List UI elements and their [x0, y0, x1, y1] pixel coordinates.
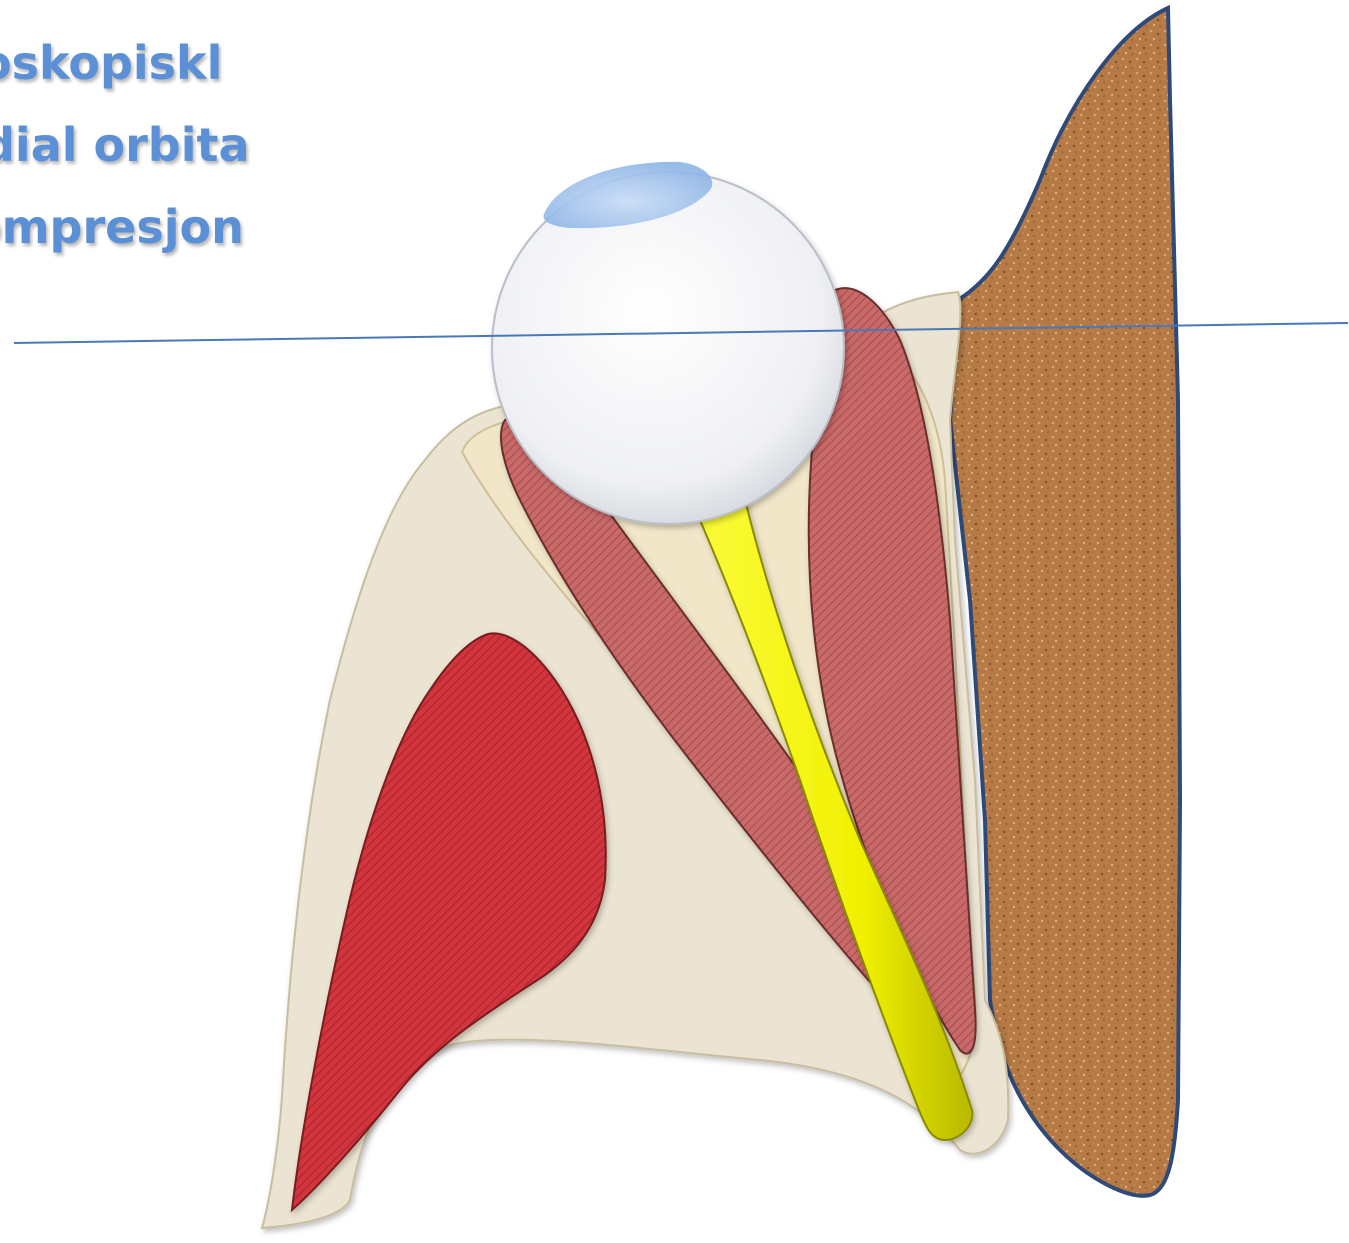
eyeball	[492, 172, 844, 524]
title-line-1: oskopiskl	[0, 22, 340, 104]
slide-title: oskopiskl dial orbita ompresjon	[0, 22, 340, 268]
title-line-3: ompresjon	[0, 186, 340, 268]
title-line-2: dial orbita	[0, 104, 340, 186]
